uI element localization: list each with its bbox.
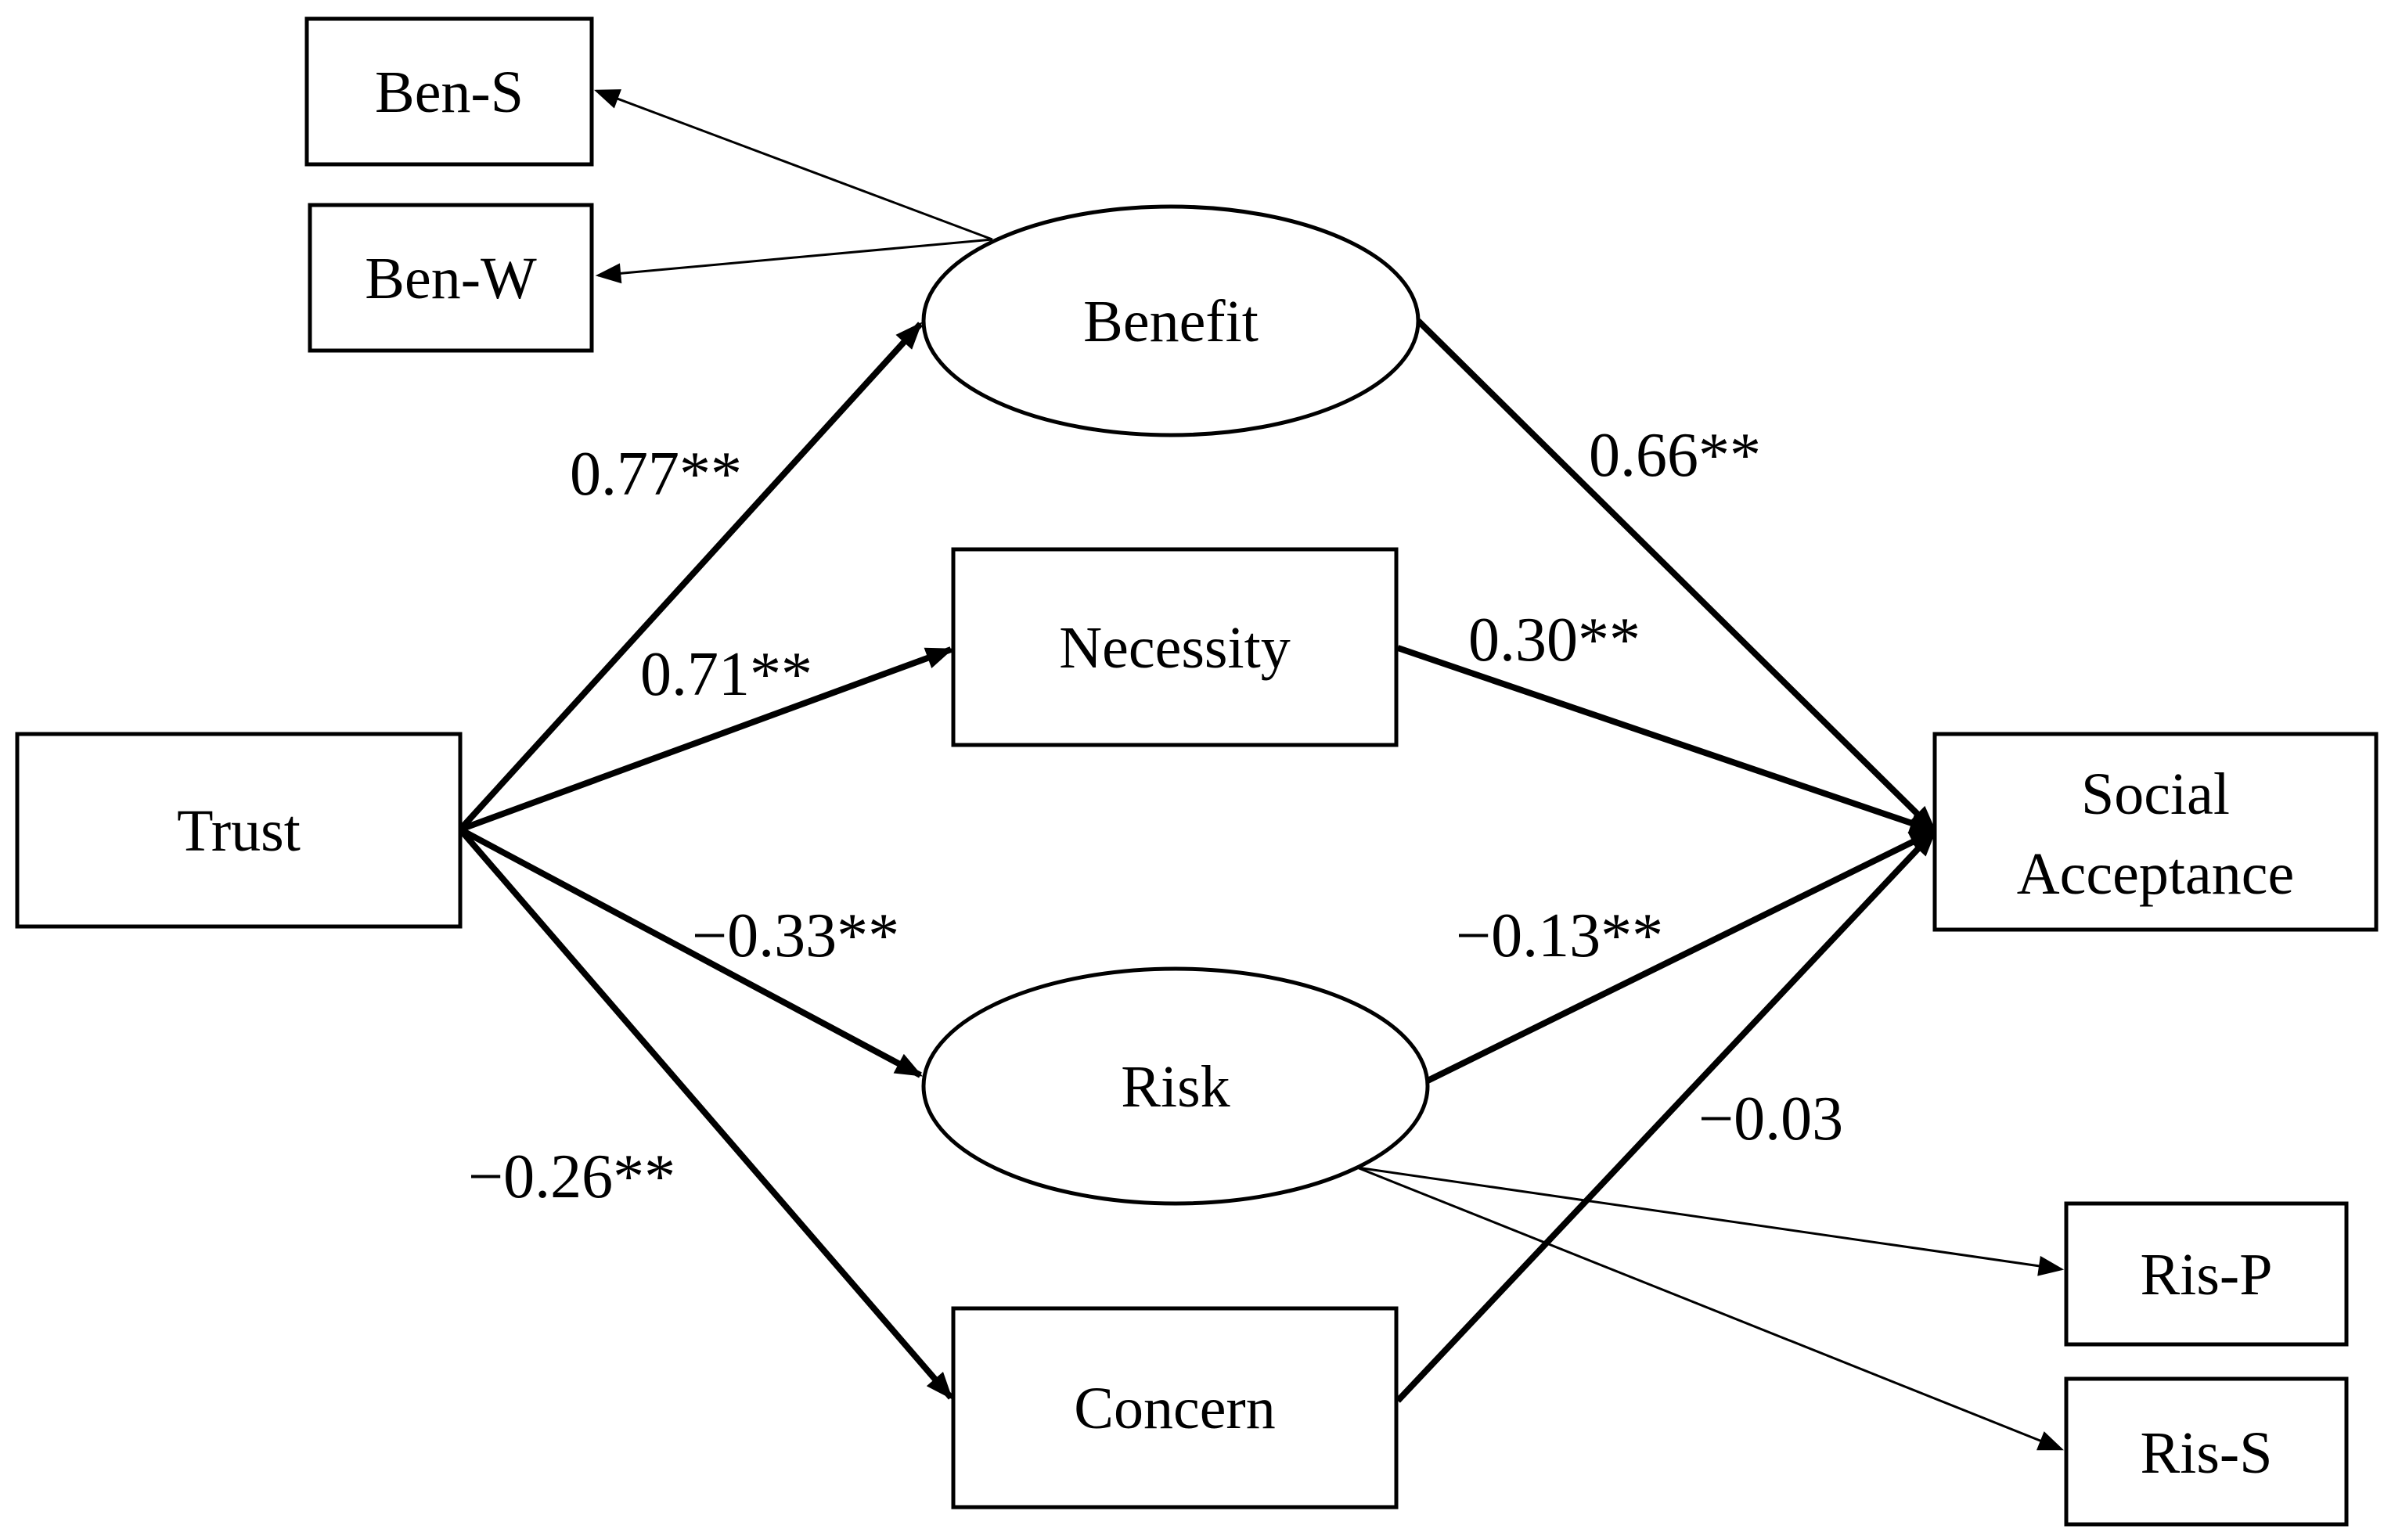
arrow-benefit-social (1416, 318, 1937, 833)
node-ben-w: Ben-W (308, 203, 594, 353)
arrow-trust-concern (457, 827, 954, 1400)
coef-concern-social: −0.03 (1698, 1085, 1843, 1153)
coef-risk-social: −0.13** (1456, 901, 1663, 970)
node-ris-p: Ris-P (2064, 1201, 2349, 1347)
coef-benefit-social: 0.66** (1589, 421, 1761, 490)
ris-s-label: Ris-S (2141, 1420, 2273, 1486)
node-necessity: Necessity (951, 547, 1399, 747)
arrow-risk-ris-p (1356, 1166, 2065, 1276)
node-risk: Risk (921, 966, 1430, 1206)
node-ben-s: Ben-S (304, 16, 594, 167)
node-social-acceptance: Social Acceptance (1932, 732, 2379, 932)
benefit-label: Benefit (1083, 289, 1259, 354)
arrow-benefit-ben-s (593, 89, 993, 241)
risk-label: Risk (1121, 1054, 1230, 1120)
arrow-trust-risk (459, 826, 924, 1078)
arrow-trust-benefit (458, 322, 923, 832)
coef-necessity-social: 0.30** (1468, 606, 1640, 675)
arrow-concern-social (1395, 829, 1937, 1403)
arrow-risk-ris-s (1356, 1166, 2065, 1451)
social-acceptance-label-line1: Social (2081, 761, 2230, 827)
ben-s-label: Ben-S (375, 59, 524, 125)
node-benefit: Benefit (921, 204, 1421, 437)
social-acceptance-label-line2: Acceptance (2017, 841, 2294, 907)
coef-trust-necessity: 0.71** (640, 640, 812, 709)
ben-w-label: Ben-W (365, 246, 537, 311)
node-ris-s: Ris-S (2064, 1376, 2349, 1527)
arrow-necessity-social (1396, 645, 1938, 834)
node-trust: Trust (15, 732, 463, 929)
trust-label: Trust (177, 798, 301, 864)
arrow-trust-necessity (459, 646, 954, 833)
coef-trust-concern: −0.26** (468, 1142, 675, 1211)
ris-p-label: Ris-P (2141, 1242, 2273, 1308)
concern-label: Concern (1074, 1376, 1275, 1441)
coef-trust-benefit: 0.77** (570, 440, 742, 509)
arrow-risk-social (1421, 828, 1938, 1086)
node-concern: Concern (951, 1306, 1399, 1509)
coef-trust-risk: −0.33** (692, 901, 899, 970)
arrow-benefit-ben-w (595, 238, 993, 284)
necessity-label: Necessity (1059, 615, 1290, 681)
